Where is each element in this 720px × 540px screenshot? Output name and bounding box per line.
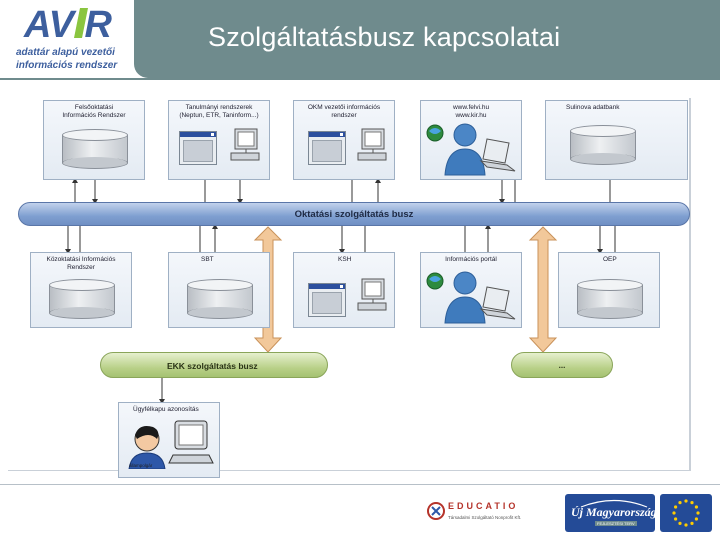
logo-area: AVIR adattár alapú vezetői információs r… [0, 0, 134, 78]
system-label: www.felvi.hu www.kir.hu [452, 104, 490, 119]
bus-label: EKK szolgáltatás busz [167, 361, 258, 371]
eu-star [672, 511, 676, 515]
uj-magyarorszag-logo: Új Magyarország FEJLESZTÉSI TERV [565, 494, 657, 532]
user-laptop-icon [426, 123, 516, 176]
diagram-frame-edge [689, 98, 691, 470]
eu-star [684, 523, 688, 527]
eu-star [696, 511, 700, 515]
user-laptop-icon [426, 271, 516, 324]
system-box-informacios-portal: Információs portál [420, 252, 522, 328]
system-box-felvi: www.felvi.hu www.kir.hu [420, 100, 522, 180]
system-label: Sulinova adatbank [566, 104, 620, 111]
system-label: Közoktatási Információs Rendszer [46, 256, 116, 271]
database-icon [570, 125, 636, 165]
header-divider [0, 78, 720, 80]
eu-flag-logo [660, 494, 712, 532]
system-label: OEP [603, 256, 617, 263]
other-bus: ... [511, 352, 613, 378]
database-icon [62, 129, 128, 169]
system-label: KSH [338, 256, 352, 263]
avir-logo-icon: AVIR [23, 4, 113, 42]
educatio-subtitle: Társadalmi Szolgáltató Nonprofit Kft. [448, 515, 522, 520]
educatio-logo: EDUCATIO Társadalmi Szolgáltató Nonprofi… [424, 497, 544, 527]
arc-icon [580, 499, 648, 508]
window-icon [179, 131, 217, 165]
system-box-felir: Felsőoktatási Információs Rendszer [43, 100, 145, 180]
system-box-sbt: SBT [168, 252, 270, 328]
eu-star [678, 501, 682, 505]
system-box-ugyfelkapu: Ügyfélkapu azonosítás állampolgár [118, 402, 220, 478]
system-box-tanulmanyi: Tanulmányi rendszerek (Neptun, ETR, Tani… [168, 100, 270, 180]
ekk-szolgaltatas-bus: EKK szolgáltatás busz [100, 352, 328, 378]
window-icon [308, 131, 346, 165]
eu-star [684, 499, 688, 503]
window-icon [308, 283, 346, 317]
eu-stars-icon [672, 499, 700, 527]
system-label: Tanulmányi rendszerek (Neptun, ETR, Tani… [179, 104, 259, 119]
bus-label: Oktatási szolgáltatás busz [294, 209, 414, 220]
footer-divider [0, 484, 720, 485]
eu-star [694, 505, 698, 509]
citizen-computer-icon [128, 420, 214, 469]
system-label: Ügyfélkapu azonosítás [133, 406, 199, 413]
uj-magyarorszag-title: Új Magyarország [571, 505, 657, 519]
eu-star [674, 517, 678, 521]
computer-icon [230, 128, 260, 161]
system-label: SBT [201, 256, 214, 263]
system-label: Információs portál [445, 256, 497, 263]
logo-mark-text: AVIR [23, 4, 113, 42]
system-box-okm: OKM vezetői információs rendszer [293, 100, 395, 180]
computer-icon [357, 128, 387, 161]
logo-tagline-1: adattár alapú vezetői [16, 47, 115, 58]
connector-arrowheads [65, 178, 603, 404]
system-box-sulinova: Sulinova adatbank [545, 100, 688, 180]
educatio-emblem-icon [427, 502, 445, 520]
page-title: Szolgáltatásbusz kapcsolatai [208, 22, 561, 52]
logo-tagline-2: információs rendszer [16, 60, 118, 71]
educatio-name: EDUCATIO [448, 501, 519, 511]
bottom-connectors [67, 226, 616, 402]
oktatasi-szolgaltatas-bus: Oktatási szolgáltatás busz [18, 202, 690, 226]
bus-label: ... [558, 361, 566, 370]
computer-icon [357, 278, 387, 311]
database-icon [577, 279, 643, 319]
diagram-frame-bottom [8, 470, 691, 471]
bus-link-arrow-right [528, 226, 558, 353]
eu-star [690, 501, 694, 505]
citizen-caption: állampolgár [129, 463, 153, 468]
system-label: OKM vezetői információs rendszer [307, 104, 381, 119]
system-box-ksh: KSH [293, 252, 395, 328]
system-box-kir: Közoktatási Információs Rendszer [30, 252, 132, 328]
title-bar: Szolgáltatásbusz kapcsolatai [134, 0, 720, 78]
uj-magyarorszag-subtitle: FEJLESZTÉSI TERV [595, 521, 637, 526]
eu-star [674, 505, 678, 509]
database-icon [49, 279, 115, 319]
top-connectors [74, 180, 611, 202]
database-icon [187, 279, 253, 319]
eu-star [694, 517, 698, 521]
system-label: Felsőoktatási Információs Rendszer [62, 104, 126, 119]
eu-star [690, 521, 694, 525]
system-box-oep: OEP [558, 252, 660, 328]
eu-star [678, 521, 682, 525]
